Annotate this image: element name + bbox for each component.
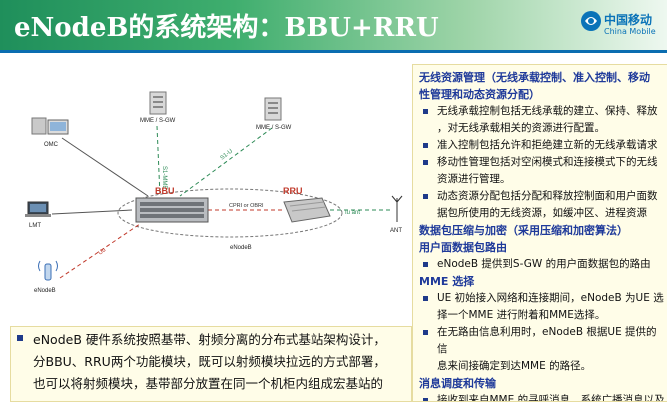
- item-line: eNodeB 提供到S-GW 的用户面数据包的路由: [437, 256, 665, 273]
- item-line: 移动性管理包括对空闲模式和连接模式下的无线: [437, 154, 665, 171]
- item-line: 准入控制包括允许和拒绝建立新的无线承载请求: [437, 137, 665, 154]
- bullet-marker: [423, 398, 428, 402]
- description-line: 也可以将射频模块，基带部分放置在同一个机柜内组成宏基站的: [33, 373, 411, 395]
- link-omc: [62, 138, 148, 196]
- china-mobile-logo: 中国移动 China Mobile: [580, 8, 664, 44]
- antenna-icon: [392, 196, 402, 222]
- section-heading: MME 选择: [419, 273, 665, 290]
- bullet-marker: [423, 330, 428, 335]
- lmt-laptop-icon: [25, 202, 51, 217]
- item-line: 息来间接确定到达MME 的路径。: [437, 358, 665, 375]
- bullet-marker: [423, 262, 428, 267]
- label-enodeb-caption: eNodeB: [230, 245, 252, 251]
- label-uu: Uu: [98, 247, 108, 256]
- bullet-marker: [423, 109, 428, 114]
- bullet-marker: [17, 335, 23, 341]
- enodeb-architecture-diagram: S1-MME S1-U CPRI or OBRI Iu ant Uu MME /…: [0, 56, 410, 318]
- item-line: 接收到来自MME 的寻呼消息、系统广播消息以及: [437, 392, 665, 402]
- label-rru: RRU: [283, 186, 303, 196]
- list-item: 在无路由信息利用时，eNodeB 根据UE 提供的信 息来间接确定到达MME 的…: [419, 324, 665, 375]
- mme-sgw-server-icon: [150, 92, 166, 114]
- list-item: 接收到来自MME 的寻呼消息、系统广播消息以及: [419, 392, 665, 402]
- link-lmt: [52, 210, 132, 214]
- item-line: 据包所使用的无线资源，如缓冲区、进程资源: [437, 205, 665, 222]
- label-s1-u: S1-U: [220, 148, 234, 161]
- item-line: ，对无线承载相关的资源进行配置。: [437, 120, 665, 137]
- mme-sgw-server-right-icon: [265, 98, 281, 120]
- item-line: UE 初始接入网络和连接期间，eNodeB 为UE 选: [437, 290, 665, 307]
- section-heading: 数据包压缩与加密（采用压缩和加密算法）: [419, 222, 665, 239]
- function-panel: 无线资源管理（无线承载控制、准入控制、移动 性管理和动态资源分配） 无线承载控制…: [412, 64, 667, 402]
- omc-workstation-icon: [32, 118, 68, 134]
- item-line: 动态资源分配包括分配和释放控制面和用户面数: [437, 188, 665, 205]
- bullet-marker: [423, 194, 428, 199]
- section-heading: 消息调度和传输: [419, 375, 665, 392]
- list-item: 移动性管理包括对空闲模式和连接模式下的无线 资源进行管理。: [419, 154, 665, 188]
- label-lmt: LMT: [29, 223, 41, 229]
- list-item: UE 初始接入网络和连接期间，eNodeB 为UE 选 择一个MME 进行附着和…: [419, 290, 665, 324]
- label-mme-sgw-right: MME / S-GW: [256, 125, 292, 131]
- item-line: 择一个MME 进行附着和MME选择。: [437, 307, 665, 324]
- list-item: 无线承载控制包括无线承载的建立、保持、释放 ，对无线承载相关的资源进行配置。: [419, 103, 665, 137]
- bullet-marker: [423, 296, 428, 301]
- bullet-marker: [423, 160, 428, 165]
- bbu-unit-icon: [136, 198, 208, 222]
- slide-header: eNodeB的系统架构：BBU+RRU 中国移动 China Mobile: [0, 0, 667, 50]
- china-mobile-logo-icon: [580, 10, 602, 32]
- label-mme-sgw-top: MME / S-GW: [140, 118, 176, 124]
- description-text: eNodeB 硬件系统按照基带、射频分离的分布式基站架构设计， 分BBU、RRU…: [33, 329, 411, 395]
- label-cpri: CPRI or OBRI: [229, 203, 264, 209]
- heading-line: 无线资源管理（无线承载控制、准入控制、移动: [419, 69, 665, 86]
- list-item: eNodeB 提供到S-GW 的用户面数据包的路由: [419, 256, 665, 273]
- label-bbu: BBU: [155, 186, 175, 196]
- item-line: 资源进行管理。: [437, 171, 665, 188]
- label-ant: ANT: [390, 228, 402, 234]
- bullet-marker: [423, 143, 428, 148]
- section-heading: 用户面数据包路由: [419, 239, 665, 256]
- item-line: 在无路由信息利用时，eNodeB 根据UE 提供的信: [437, 324, 665, 358]
- item-line: 无线承载控制包括无线承载的建立、保持、释放: [437, 103, 665, 120]
- logo-cn-text: 中国移动: [604, 11, 652, 28]
- label-omc: OMC: [44, 142, 59, 148]
- slide-title: eNodeB的系统架构：BBU+RRU: [14, 7, 439, 44]
- label-enodeb-ue: eNodeB: [34, 288, 56, 294]
- description-line: eNodeB 硬件系统按照基带、射频分离的分布式基站架构设计，: [33, 329, 411, 351]
- list-item: 准入控制包括允许和拒绝建立新的无线承载请求: [419, 137, 665, 154]
- description-panel: eNodeB 硬件系统按照基带、射频分离的分布式基站架构设计， 分BBU、RRU…: [10, 326, 412, 402]
- header-divider: [0, 50, 667, 53]
- link-s1-u: [180, 128, 272, 196]
- description-line: 分BBU、RRU两个功能模块，既可以射频模块拉远的方式部署，: [33, 351, 411, 373]
- list-item: 动态资源分配包括分配和释放控制面和用户面数 据包所使用的无线资源，如缓冲区、进程…: [419, 188, 665, 222]
- logo-en-text: China Mobile: [604, 27, 656, 36]
- section-heading: 无线资源管理（无线承载控制、准入控制、移动 性管理和动态资源分配）: [419, 69, 665, 103]
- ue-antenna-icon: [39, 261, 58, 280]
- heading-line: 性管理和动态资源分配）: [419, 86, 665, 103]
- function-list: 无线资源管理（无线承载控制、准入控制、移动 性管理和动态资源分配） 无线承载控制…: [419, 69, 665, 402]
- label-iu-ant: Iu ant: [345, 210, 360, 216]
- rru-unit-icon: [284, 198, 330, 222]
